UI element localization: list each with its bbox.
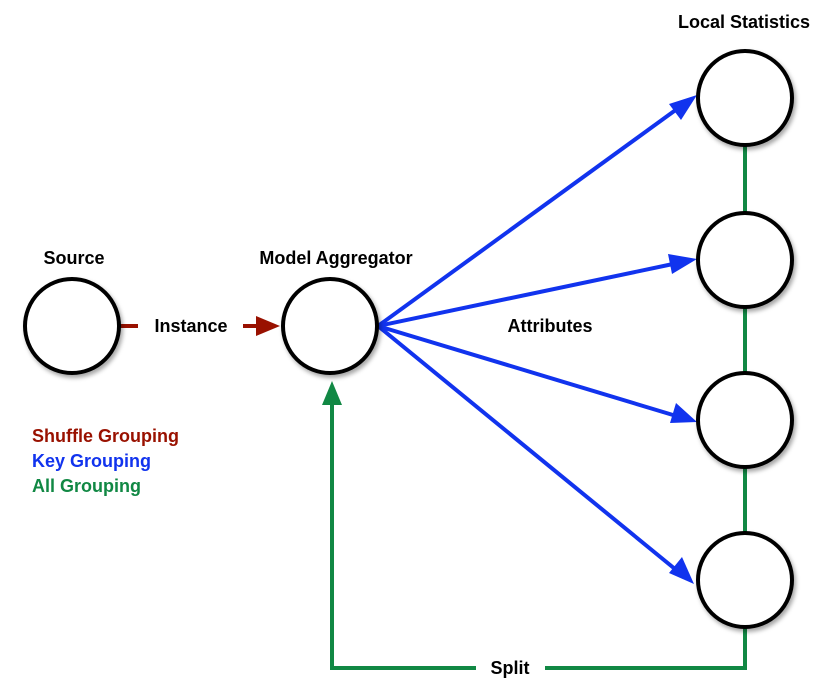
local-statistics-label: Local Statistics [678, 12, 810, 32]
local-statistics-node-3[interactable] [696, 371, 794, 469]
split-feedback-path [322, 381, 747, 670]
instance-label: Instance [154, 316, 227, 336]
local-statistics-node-1[interactable] [696, 49, 794, 147]
instance-arrow [120, 316, 280, 336]
attribute-arrow-3-line [377, 324, 674, 417]
attribute-arrow-4-line [376, 324, 677, 571]
attribute-arrow-1-head [669, 95, 697, 120]
legend-all-grouping: All Grouping [32, 476, 141, 496]
source-node[interactable] [23, 277, 121, 375]
attribute-arrow-2-line [377, 262, 674, 328]
attributes-label: Attributes [508, 316, 593, 336]
legend-key-grouping: Key Grouping [32, 451, 151, 471]
split-label: Split [491, 658, 530, 678]
nodes [23, 49, 794, 629]
local-statistics-node-4[interactable] [696, 531, 794, 629]
local-statistics-node-2[interactable] [696, 211, 794, 309]
model-aggregator-node[interactable] [281, 277, 379, 375]
split-arrowhead [322, 381, 342, 405]
model-aggregator-label: Model Aggregator [259, 248, 412, 268]
attribute-arrow-4-head [669, 557, 694, 584]
attribute-arrow-3-head [670, 403, 697, 423]
legend: Shuffle Grouping Key Grouping All Groupi… [32, 426, 179, 496]
attribute-arrow-1-line [376, 107, 679, 328]
key-grouping-arrows [376, 95, 697, 584]
split-line [330, 403, 747, 670]
instance-arrowhead [256, 316, 280, 336]
attribute-arrow-2-head [668, 254, 697, 274]
source-label: Source [43, 248, 104, 268]
legend-shuffle-grouping: Shuffle Grouping [32, 426, 179, 446]
